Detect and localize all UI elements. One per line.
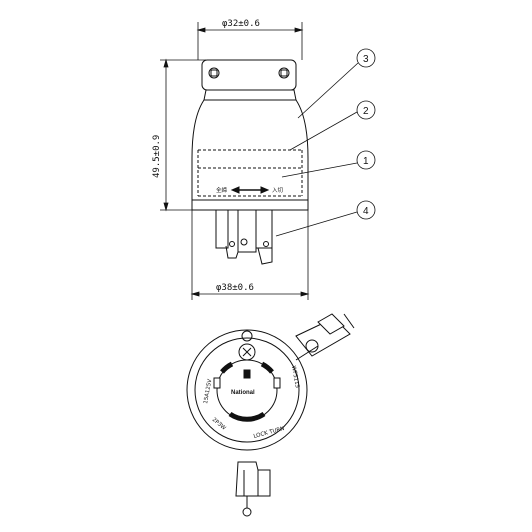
callout-2: 2 [363, 106, 369, 117]
clamp-detail-right [295, 313, 355, 361]
callout-3: 3 [363, 54, 369, 65]
face-marking-bottom: LOCK TURN [253, 426, 285, 440]
callout-leaders [275, 48, 376, 237]
callout-1: 1 [363, 156, 369, 167]
body-marking-left: 全締 [216, 186, 228, 194]
dimension-bottom-width [190, 210, 310, 300]
plug-side-view [191, 59, 309, 265]
face-marking-left: 15A125V [203, 378, 213, 404]
plug-face-view [186, 329, 308, 451]
dimension-height [160, 58, 206, 212]
dimension-bottom-width-label: φ38±0.6 [216, 283, 254, 293]
dimension-top-width-label: φ32±0.6 [222, 19, 260, 29]
body-marking-right: 入切 [272, 187, 284, 194]
clamp-detail-bottom [235, 461, 271, 517]
callout-4: 4 [363, 206, 369, 217]
brand-label-background [230, 387, 266, 396]
face-marking-right: WF5115 [290, 365, 300, 389]
dimension-top-width [196, 22, 304, 60]
brand-label: National [231, 390, 255, 396]
dimension-height-label: 49.5±0.9 [152, 135, 162, 178]
